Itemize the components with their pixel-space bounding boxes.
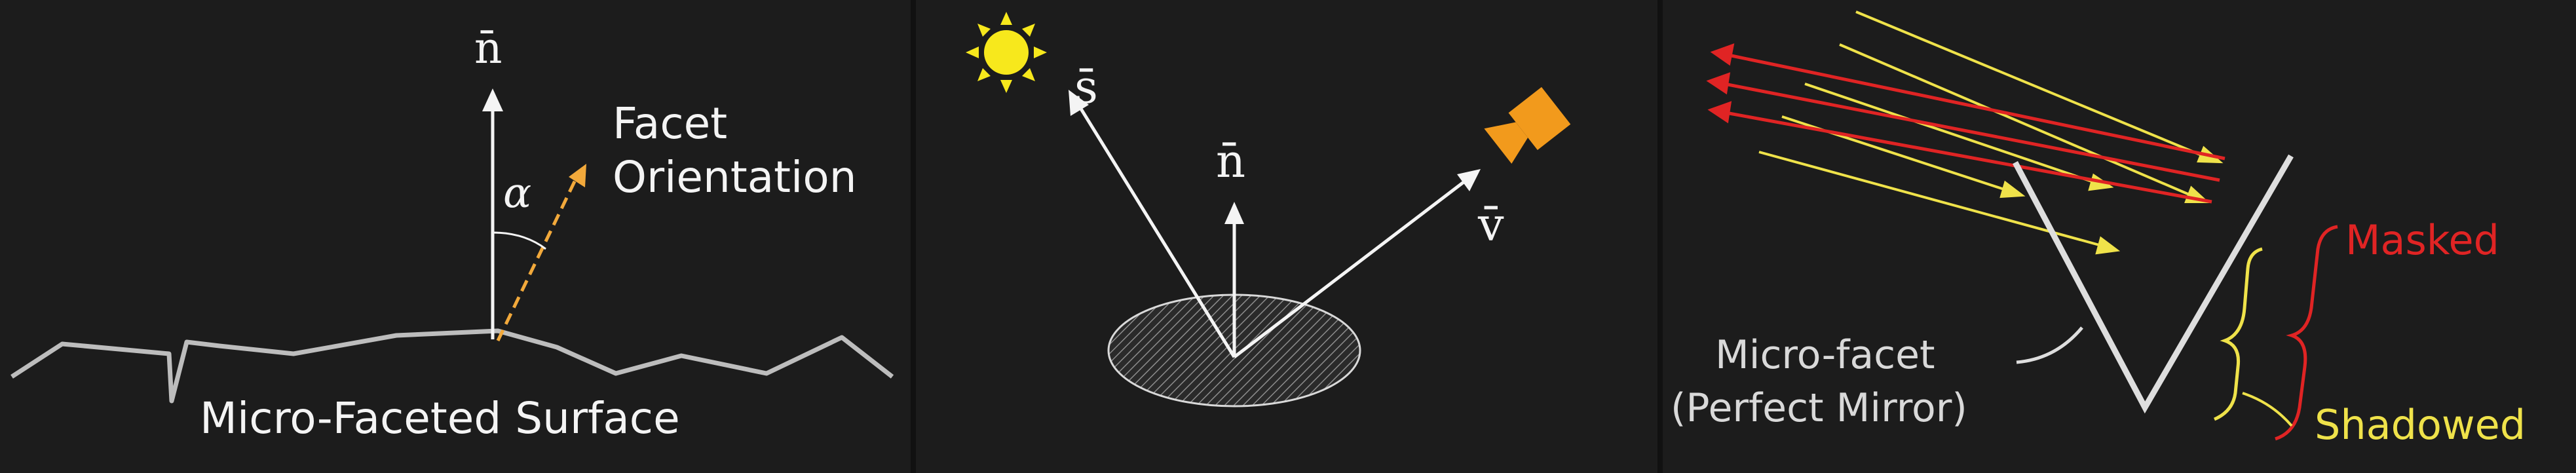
normal-arrowhead: [1224, 202, 1244, 224]
shadowed-label: Shadowed: [2315, 401, 2526, 449]
masked-label: Masked: [2345, 216, 2499, 264]
panel-source-viewer: s̄ n̄ v̄: [916, 0, 1657, 473]
view-arrowhead: [1457, 169, 1481, 191]
reflected-rays: [1706, 43, 2226, 204]
facet-orientation-arrowhead: [569, 164, 586, 187]
angle-label: α: [503, 169, 532, 218]
facet-orientation-arrow: [496, 179, 577, 342]
microfacet-label-line2: (Perfect Mirror): [1671, 385, 1967, 431]
panel-masking-shadowing: Micro-facet (Perfect Mirror) Masked Shad…: [1663, 0, 2576, 473]
masking-shadowing-diagram: [1706, 10, 2338, 441]
view-direction-arrow: [1233, 179, 1468, 358]
microfacet-surface-line: [10, 328, 894, 404]
source-direction-arrow: [1076, 102, 1236, 358]
masked-bracket: [2275, 225, 2338, 441]
shadowed-bracket: [2213, 247, 2263, 421]
microfacet-label-line1: Micro-facet: [1715, 332, 1935, 378]
surface-label: Micro-Faceted Surface: [200, 393, 680, 444]
panel-separator: [1657, 0, 1663, 473]
source-viewer-diagram: [966, 12, 1571, 407]
microfacet-pointer: [2016, 326, 2083, 364]
facet-orientation-label-line1: Facet: [613, 98, 728, 149]
microfaceted-surface-diagram: [10, 88, 894, 404]
view-label: v̄: [1478, 198, 1504, 252]
panel-separator: [911, 0, 916, 473]
panel-microfaceted-surface: n̄ α Facet Orientation Micro-Faceted Sur…: [0, 0, 911, 473]
microfacet-v-groove: [2013, 154, 2294, 414]
source-arrowhead: [1069, 90, 1089, 116]
normal-label: n̄: [1216, 134, 1246, 188]
camera-icon: [1484, 86, 1571, 164]
facet-orientation-label-line2: Orientation: [613, 152, 857, 202]
shadowed-leader: [2242, 392, 2293, 427]
angle-arc: [492, 231, 546, 250]
source-label: s̄: [1074, 60, 1098, 114]
normal-label: n̄: [474, 23, 502, 73]
normal-arrowhead: [482, 88, 503, 111]
sun-icon: [966, 12, 1047, 93]
